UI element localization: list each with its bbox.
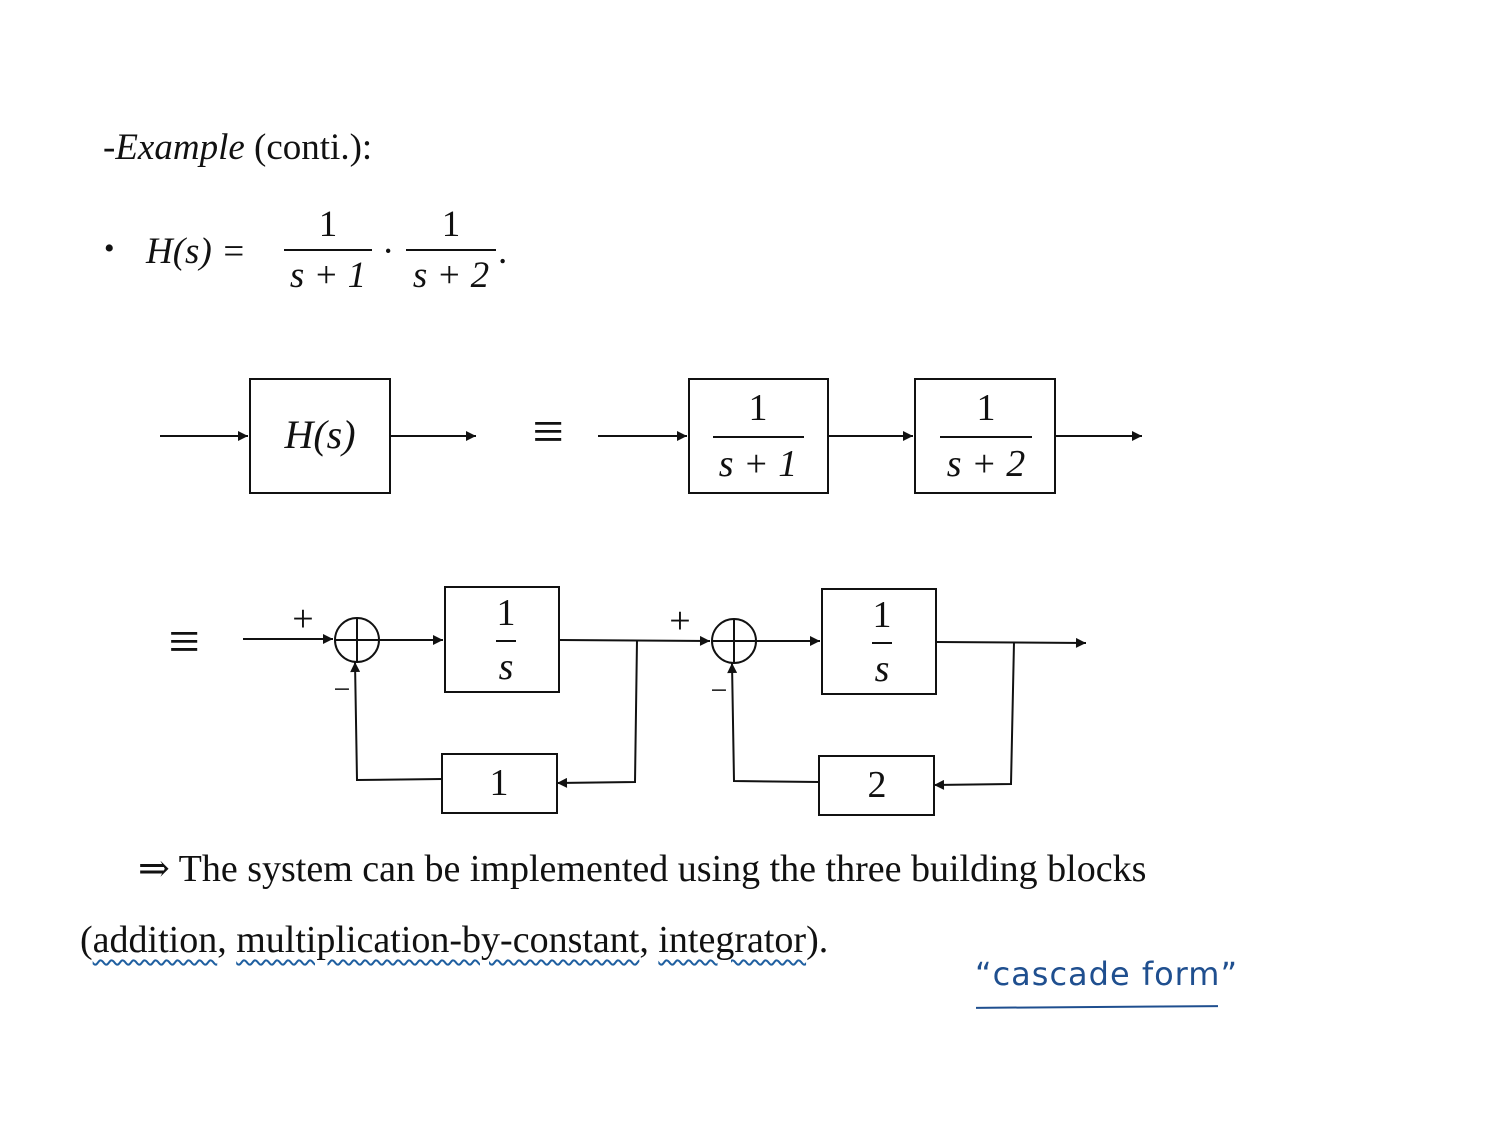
int1-den: s xyxy=(499,646,514,688)
fraction-2-num: 1 xyxy=(441,204,461,245)
heading-prefix: - xyxy=(103,127,116,168)
int1-num: 1 xyxy=(497,592,516,634)
feedback-2-return xyxy=(727,662,820,783)
conclusion-line-1: ⇒ The system can be implemented using th… xyxy=(138,848,1147,890)
plus-sign-1: + xyxy=(292,598,313,640)
b2-den: s + 2 xyxy=(947,443,1025,485)
h-block-label: H(s) xyxy=(283,412,355,457)
heading-emph: Example xyxy=(115,127,245,168)
fraction-1-num: 1 xyxy=(318,204,338,245)
minus-sign-1: − xyxy=(334,673,351,706)
fraction-2-bar xyxy=(406,249,496,251)
integrator-1 xyxy=(444,586,560,693)
diagram-2 xyxy=(243,586,1087,816)
heading-rest: (conti.): xyxy=(244,127,373,168)
sep-1: , xyxy=(217,919,237,961)
integrator-2 xyxy=(821,588,937,695)
sep-2: , xyxy=(639,919,659,961)
fraction-2-den: s + 2 xyxy=(412,255,490,296)
fraction-1: 1 s + 1 xyxy=(284,206,372,294)
gain-block-1 xyxy=(441,753,558,814)
feedback-1-forward xyxy=(556,639,638,788)
bullet: • xyxy=(104,232,115,265)
transfer-dot: · xyxy=(382,231,395,272)
b1-num: 1 xyxy=(749,387,768,429)
b1-den: s + 1 xyxy=(719,443,797,485)
feedback-2-forward xyxy=(933,641,1015,790)
conclusion-line-2: (addition, multiplication-by-constant, i… xyxy=(80,918,828,962)
transfer-lhs: H(s) = xyxy=(146,231,246,272)
summing-junction-2 xyxy=(711,618,757,664)
cascade-form-annotation: “cascade form” xyxy=(975,955,1239,993)
b2-num: 1 xyxy=(977,387,996,429)
paren-open: ( xyxy=(80,919,93,961)
plus-sign-2: + xyxy=(669,600,690,642)
int2-den: s xyxy=(875,648,890,690)
equiv-sign-2: ≡ xyxy=(168,611,200,673)
paren-close: ). xyxy=(806,919,829,961)
example-heading: -Example (conti.): xyxy=(103,126,372,169)
gain-block-2 xyxy=(818,755,935,816)
int1-to-sum2-arrow xyxy=(558,635,711,646)
equiv-sign-1: ≡ xyxy=(532,401,564,463)
fraction-1-den: s + 1 xyxy=(289,255,367,296)
gain-1-label: 1 xyxy=(490,762,509,804)
transfer-end: . xyxy=(498,231,508,272)
d2-output-arrow xyxy=(935,637,1087,648)
gain-2-label: 2 xyxy=(868,764,887,806)
feedback-1-return xyxy=(350,661,443,782)
block-multiplication: multiplication-by-constant xyxy=(236,919,640,961)
block-integrator: integrator xyxy=(658,919,807,961)
block-addition: addition xyxy=(92,919,218,961)
summing-junction-1 xyxy=(334,617,380,663)
fraction-2: 1 s + 2 xyxy=(406,206,496,294)
minus-sign-2: − xyxy=(711,674,728,707)
diagram-1 xyxy=(160,378,1142,494)
fraction-1-bar xyxy=(284,249,372,251)
int2-num: 1 xyxy=(873,594,892,636)
